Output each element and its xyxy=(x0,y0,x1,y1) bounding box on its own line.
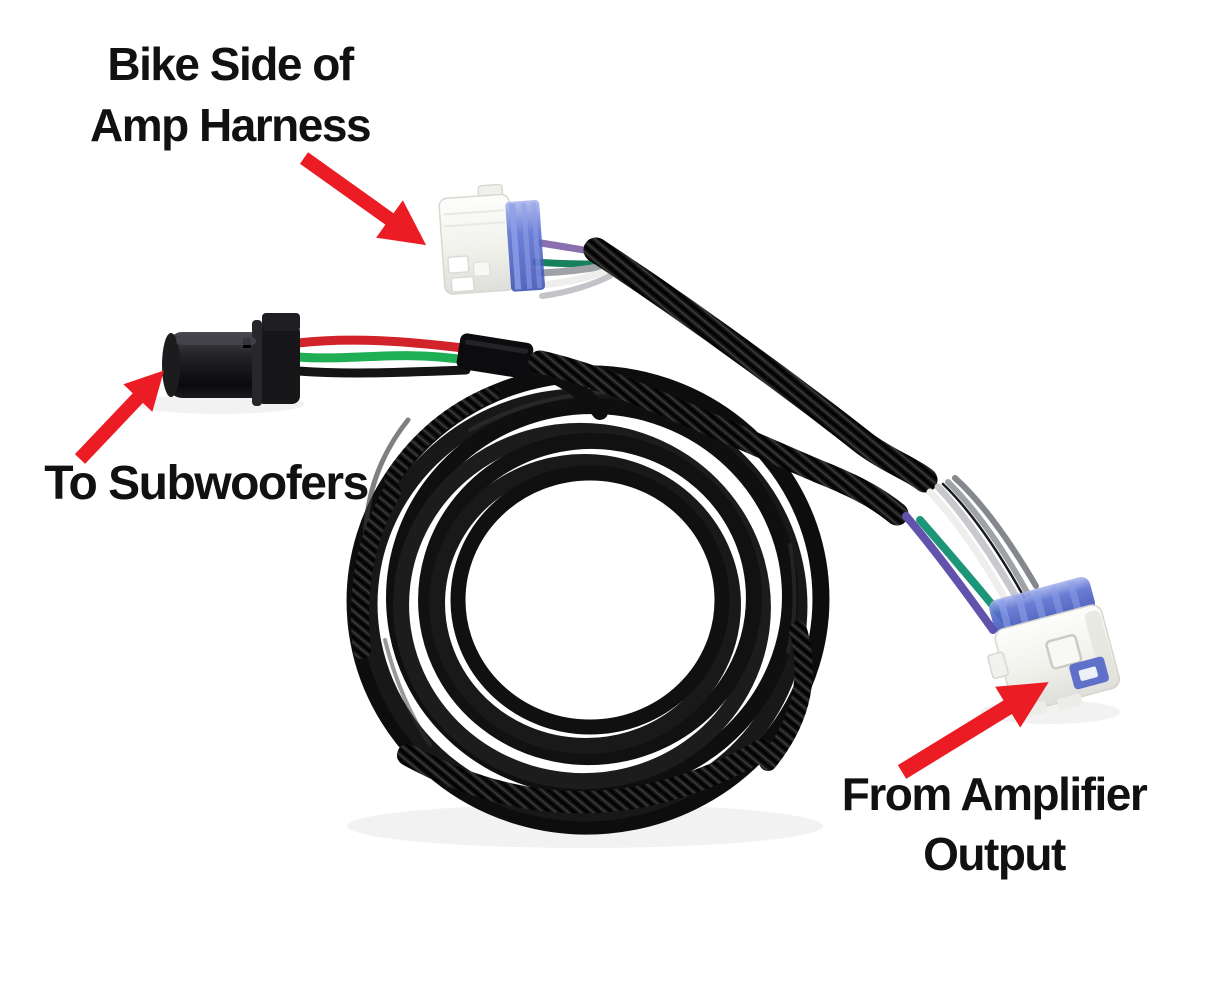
label-bike-side-line2: Amp Harness xyxy=(89,99,372,151)
arrow-icon-bike-side xyxy=(299,152,427,246)
braided-wrap-on-coil xyxy=(351,386,813,814)
arrow-icon-subwoofers xyxy=(74,370,164,464)
connector-blue-ring xyxy=(989,577,1095,635)
arrow-icon-amplifier-output xyxy=(897,682,1049,779)
label-to-subwoofers: To Subwoofers xyxy=(44,457,369,510)
subwoofer-connector xyxy=(162,313,300,406)
amplifier-output-connector xyxy=(987,577,1121,717)
label-bike-side-line1: Bike Side of xyxy=(107,38,354,90)
braided-harness xyxy=(528,350,909,526)
bike-side-connector xyxy=(438,183,545,295)
label-bike-side: Bike Side of Amp Harness xyxy=(40,34,420,156)
braided-harness-upper xyxy=(583,237,938,493)
label-from-amplifier-output: From Amplifier Output xyxy=(812,764,1176,884)
label-amp-line2: Output xyxy=(923,828,1066,880)
heat-shrink xyxy=(456,333,534,379)
connector-blue-band xyxy=(505,200,545,292)
label-amp-line1: From Amplifier xyxy=(841,768,1148,820)
coiled-cable xyxy=(346,365,830,835)
